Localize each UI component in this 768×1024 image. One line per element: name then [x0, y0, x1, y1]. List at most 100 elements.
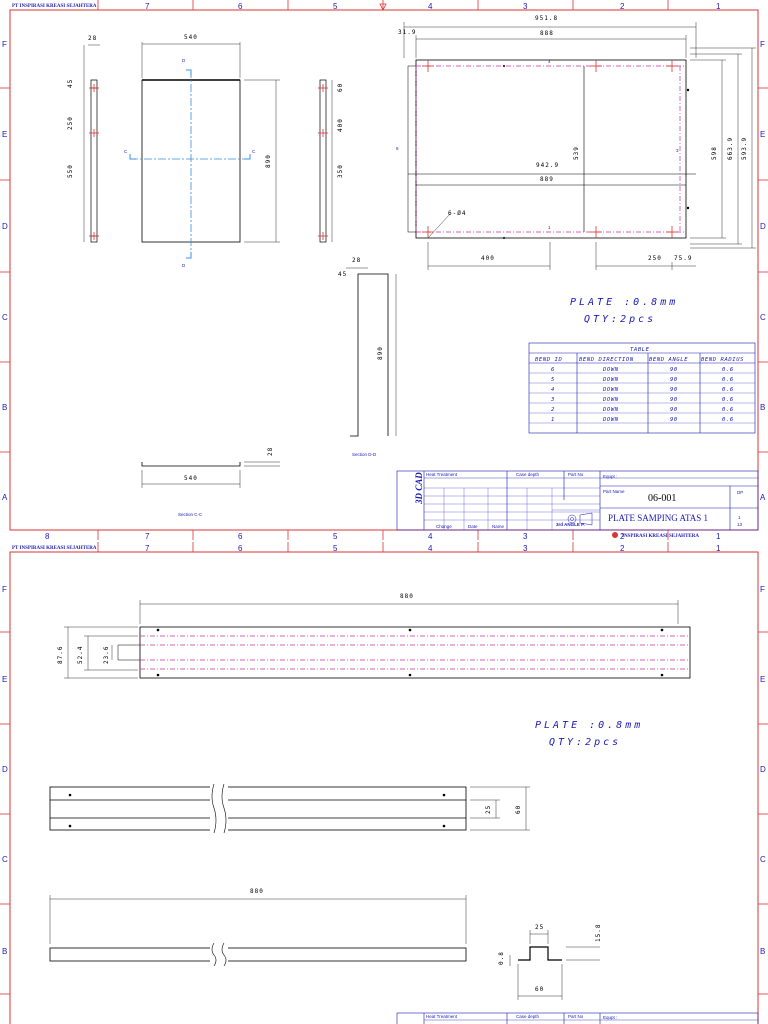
section-c-thickness-dim: 28	[267, 447, 274, 456]
zone-col-6: 6	[238, 2, 243, 11]
section-d-marker-bottom: D	[182, 263, 186, 268]
table-cell: 0.6	[722, 377, 734, 383]
table-cell: 0.6	[722, 407, 734, 413]
zone-col-7-bottom: 7	[145, 532, 150, 541]
section-c-marker-left: C	[124, 149, 128, 154]
company-logo-icon	[612, 532, 618, 538]
section-d-thickness-dim: 45	[338, 271, 347, 278]
sheet-2-zone-col-1: 1	[716, 544, 721, 553]
sheet-2-heat-treatment: Heat Treatment	[426, 1014, 458, 1019]
zone-row-E-right: E	[760, 130, 765, 139]
zone-row-E: E	[2, 130, 7, 139]
left-view-width-dim: 28	[88, 35, 97, 42]
profile-top-dim: 25	[535, 924, 544, 931]
sheet-2-equip-label: Equpt :	[603, 1015, 617, 1020]
sheet-2-zone-row-D: D	[2, 765, 8, 774]
zone-row-F: F	[2, 40, 7, 49]
left-side-view	[83, 44, 100, 243]
projection-symbol-icon	[567, 512, 593, 526]
top-view-height-dim-2: 663.9	[727, 137, 734, 160]
sheet-1-projection-label: 3rd ANGLE P.	[556, 522, 585, 527]
table-cell: DOWN	[602, 407, 619, 413]
strip-top-width-dim: 880	[400, 593, 414, 600]
sheet-2-zone-row-C-right: C	[760, 855, 766, 864]
zone-col-3: 3	[523, 2, 528, 11]
top-view-left-gap-dim: 400	[481, 255, 495, 262]
zone-col-4: 4	[428, 2, 433, 11]
sheet-1-part-no-label: Part No	[568, 472, 584, 477]
table-cell: 90	[670, 397, 678, 403]
sheet-1-date-label: Date	[468, 524, 478, 529]
zone-col-3-bottom: 3	[523, 532, 528, 541]
zone-row-F-right: F	[760, 40, 765, 49]
left-view-dim-3: 550	[67, 164, 74, 178]
sheet-2-zone-row-F: F	[2, 585, 7, 594]
strip-bottom-view	[49, 895, 467, 967]
zone-row-A-right: A	[760, 493, 766, 502]
bend-label-6: 6	[396, 146, 399, 151]
sheet-1-part-name-label: Part Name	[603, 489, 625, 494]
table-cell: DOWN	[602, 397, 619, 403]
top-view	[403, 22, 756, 270]
table-cell: 0.6	[722, 387, 734, 393]
table-cell: 90	[670, 417, 678, 423]
top-view-mid-inner-dim: 889	[540, 176, 554, 183]
table-cell: 90	[670, 377, 678, 383]
section-c-width-dim: 540	[184, 475, 198, 482]
zone-col-1-bottom: 1	[716, 532, 721, 541]
sheet-1-title-block	[396, 470, 759, 531]
zone-col-4-bottom: 4	[428, 532, 433, 541]
sheet-2-zone-col-5: 5	[333, 544, 338, 553]
zone-col-2-bottom: 2	[620, 532, 625, 541]
table-cell: 0.6	[722, 367, 734, 373]
sheet-1-sheet-label: DP	[737, 490, 743, 495]
strip-top-height-dim-1: 87.6	[57, 646, 64, 664]
section-c-label: Section C-C	[178, 512, 203, 517]
sheet-2-zone-col-7: 7	[145, 544, 150, 553]
sheet-2-zone-row-F-right: F	[760, 585, 765, 594]
sheet-1-cad-logo: 3D CAD	[414, 472, 424, 505]
bend-label-4: 4	[548, 59, 551, 64]
section-d-height-dim: 890	[377, 346, 384, 360]
zone-col-7: 7	[145, 2, 150, 11]
sheet-1-zone-ticks	[0, 0, 768, 540]
section-c-view	[141, 461, 280, 488]
sheet-1-equip-label: Equpt :	[603, 474, 617, 479]
top-view-overall-dim: 951.8	[535, 15, 558, 22]
table-cell: 0.6	[722, 397, 734, 403]
sheet-2-zone-row-D-right: D	[760, 765, 766, 774]
table-cell: DOWN	[602, 387, 619, 393]
sheet-2-zone-row-C: C	[2, 855, 8, 864]
sheet-2-zone-col-3: 3	[523, 544, 528, 553]
bend-table-rows: 6 DOWN 90 0.6 5 DOWN 90 0.6 4 DOWN 90 0.…	[550, 367, 734, 423]
section-d-marker-top: D	[182, 58, 186, 63]
sheet-1-change-label: Change	[436, 524, 452, 529]
profile-bottom-dim: 60	[535, 986, 544, 993]
right-view-dim-1: 60	[337, 83, 344, 92]
sheet-1-border	[9, 9, 759, 531]
table-cell: 6	[551, 367, 555, 373]
zone-col-8-bottom: 8	[45, 532, 50, 541]
table-cell: 90	[670, 387, 678, 393]
sheet-2-zone-row-B: B	[2, 947, 7, 956]
zone-col-5-bottom: 5	[333, 532, 338, 541]
table-cell: 4	[551, 387, 555, 393]
top-view-hole-note: 6-Ø4	[448, 210, 466, 217]
table-cell: DOWN	[602, 417, 619, 423]
front-view-width-dim: 540	[184, 34, 198, 41]
sheet-2: PT INSPIRASI KREASI SEJAHTERA 7 6 5 4 3 …	[0, 542, 768, 1024]
strip-top-height-dim-3: 23.6	[103, 646, 110, 664]
table-cell: 90	[670, 407, 678, 413]
profile-right-dim: 15.8	[595, 924, 602, 942]
zone-col-1: 1	[716, 2, 721, 11]
front-view	[129, 42, 280, 259]
zone-row-D: D	[2, 222, 8, 231]
bend-table-header-radius: BEND RADIUS	[701, 357, 744, 363]
top-view-inner-height-dim: 539	[573, 146, 580, 160]
bend-table	[528, 342, 756, 434]
left-view-dim-1: 45	[67, 79, 74, 88]
table-cell: 2	[551, 407, 555, 413]
zone-row-D-right: D	[760, 222, 766, 231]
top-view-right-b-dim: 75.9	[674, 255, 692, 262]
